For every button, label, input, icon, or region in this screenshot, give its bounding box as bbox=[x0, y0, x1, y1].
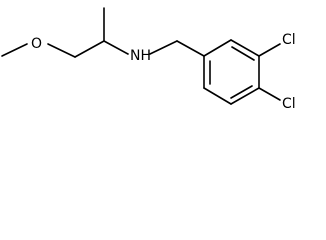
bond-ring-chlorine-bottom bbox=[258, 87, 281, 101]
ring-bond-5 bbox=[203, 87, 232, 105]
bond-ch-nitrogen bbox=[103, 40, 129, 55]
bond-nitrogen-benzylic bbox=[149, 40, 178, 55]
ring-double-bond-bottom bbox=[230, 85, 253, 99]
bond-ch2-ch bbox=[74, 40, 105, 58]
ring-bond-1 bbox=[203, 39, 232, 57]
oxygen-label: O bbox=[31, 36, 42, 52]
ring-bond-2 bbox=[230, 39, 260, 57]
chlorine-top-label: Cl bbox=[282, 32, 296, 48]
bond-benzylic-ring bbox=[176, 40, 205, 57]
bond-oxygen-ch2 bbox=[47, 43, 76, 58]
bond-methyl-oxygen bbox=[1, 43, 28, 57]
structure-canvas: O NH Cl Cl bbox=[1, 7, 296, 112]
nitrogen-label: NH bbox=[130, 48, 151, 64]
ring-bond-4 bbox=[230, 87, 260, 105]
ring-double-bond-top bbox=[231, 46, 255, 61]
bond-ring-chlorine-top bbox=[258, 43, 281, 57]
chlorine-bottom-label: Cl bbox=[282, 96, 296, 112]
molecule-drawing: O NH Cl Cl bbox=[1, 7, 296, 112]
